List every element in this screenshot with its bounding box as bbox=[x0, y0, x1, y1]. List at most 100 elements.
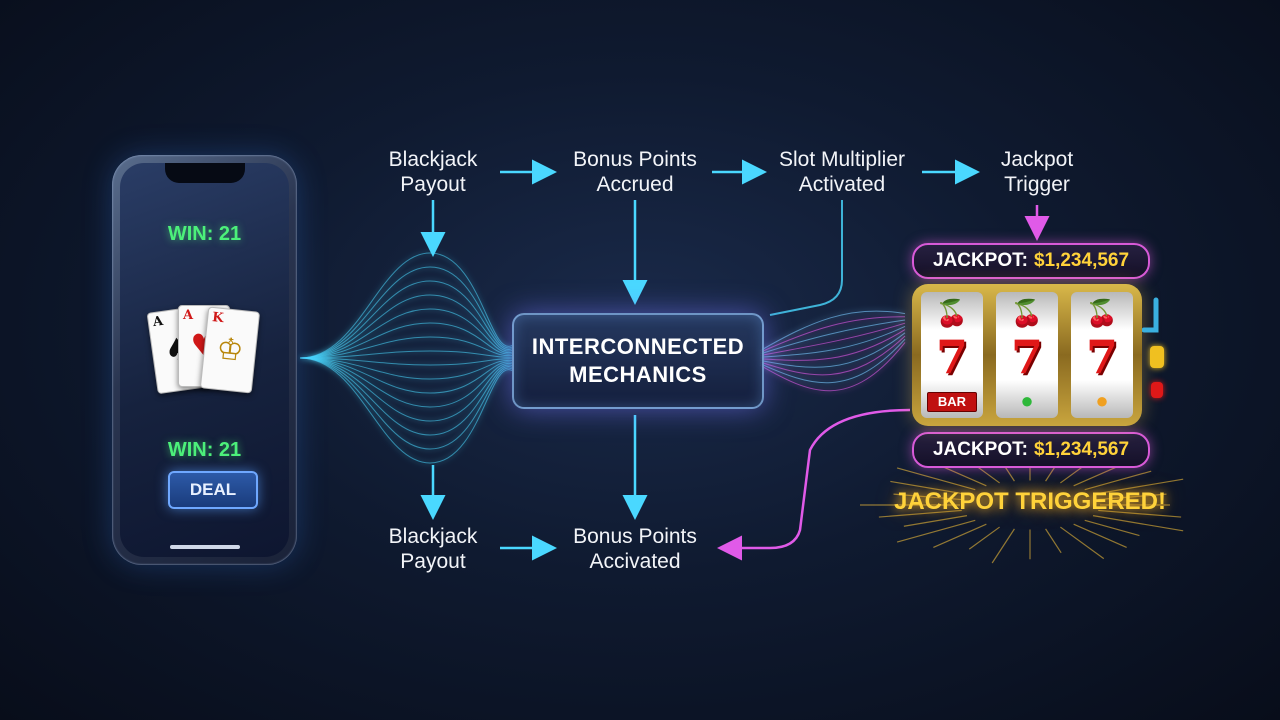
label-line-1: Blackjack bbox=[388, 148, 478, 171]
arrow-slot-multiplier-curve bbox=[769, 200, 843, 316]
label-blackjack-payout-top: Blackjack Payout bbox=[343, 147, 523, 197]
seven-symbol: 7 bbox=[1085, 330, 1118, 384]
jackpot-amount: $1,234,567 bbox=[1033, 250, 1130, 271]
label-line-1: Slot Multiplier bbox=[778, 148, 906, 171]
light-streaks-left bbox=[299, 252, 513, 464]
light-streak bbox=[299, 357, 513, 380]
jackpot-amount: $1,234,567 bbox=[1033, 439, 1130, 460]
light-streak bbox=[299, 322, 513, 359]
slot-button-yellow[interactable] bbox=[1150, 346, 1164, 368]
sparkle-ray bbox=[1084, 470, 1152, 491]
bar-symbol: BAR bbox=[927, 392, 977, 412]
sparkle-ray bbox=[903, 515, 968, 527]
sparkle-ray bbox=[896, 467, 976, 491]
sparkle-ray bbox=[1073, 523, 1127, 548]
sparkle-ray bbox=[1098, 509, 1182, 518]
slot-lever-icon[interactable] bbox=[1142, 296, 1168, 336]
label-line-2: Accrued bbox=[596, 173, 674, 196]
arrow-jackpot-to-bonus bbox=[717, 408, 911, 561]
sparkle-ray bbox=[1098, 493, 1167, 501]
interconnected-mechanics-node: INTERCONNECTED MECHANICS bbox=[512, 313, 764, 409]
label-line-1: Bonus Points bbox=[573, 525, 697, 548]
label-slot-multiplier-activated: Slot Multiplier Activated bbox=[752, 147, 932, 197]
sparkle-ray bbox=[1073, 466, 1118, 487]
lime-icon: ● bbox=[1020, 388, 1034, 413]
deal-button[interactable]: DEAL bbox=[168, 471, 258, 509]
sparkle-ray bbox=[1045, 528, 1062, 554]
light-streak bbox=[299, 336, 513, 359]
light-streak bbox=[299, 357, 513, 436]
light-streak bbox=[299, 280, 513, 359]
home-indicator bbox=[169, 545, 240, 549]
light-streak bbox=[299, 357, 513, 422]
sparkle-ray bbox=[1084, 519, 1140, 537]
light-streak bbox=[759, 332, 906, 368]
sparkle-ray bbox=[933, 523, 987, 548]
sparkle-ray bbox=[991, 528, 1015, 564]
jackpot-triggered-text: JACKPOT TRIGGERED! bbox=[893, 488, 1166, 515]
sparkle-ray bbox=[878, 509, 962, 518]
label-line-2: Payout bbox=[400, 550, 466, 573]
seven-symbol: 7 bbox=[1010, 330, 1043, 384]
sparkle-ray bbox=[942, 466, 987, 487]
light-streak bbox=[759, 335, 906, 376]
label-line-1: Jackpot bbox=[1000, 148, 1074, 171]
sparkle-ray bbox=[896, 519, 976, 543]
slot-reel-3: 🍒 7 ● bbox=[1071, 292, 1133, 418]
card-1-rank: A bbox=[151, 313, 164, 331]
label-line-2: Activated bbox=[798, 173, 886, 196]
label-blackjack-payout-bottom: Blackjack Payout bbox=[343, 524, 523, 574]
light-streaks-right bbox=[759, 310, 906, 392]
sparkle-ray bbox=[968, 526, 1000, 550]
card-3-rank: K bbox=[211, 310, 225, 327]
label-bonus-points-accrued: Bonus Points Accrued bbox=[545, 147, 725, 197]
light-streak bbox=[299, 308, 513, 359]
jackpot-label: JACKPOT: bbox=[932, 439, 1028, 460]
slot-reel-2: 🍒 7 ● bbox=[996, 292, 1058, 418]
center-title-line-1: INTERCONNECTED bbox=[531, 334, 745, 359]
light-streak bbox=[299, 357, 513, 394]
light-streak bbox=[759, 316, 906, 353]
light-streak bbox=[299, 357, 513, 464]
light-streak bbox=[299, 252, 513, 359]
sparkle-ray bbox=[1060, 526, 1105, 560]
win-score-top: WIN: 21 bbox=[167, 223, 242, 245]
sparkle-ray bbox=[1092, 515, 1184, 532]
sparkle-ray bbox=[1092, 478, 1184, 495]
light-streak bbox=[299, 266, 513, 359]
light-streak bbox=[759, 319, 906, 355]
label-bonus-points-activated: Bonus Points Accivated bbox=[545, 524, 725, 574]
king-icon: ♔ bbox=[214, 331, 246, 369]
sparkle-ray bbox=[890, 480, 968, 495]
light-streak bbox=[299, 357, 513, 450]
slot-button-red[interactable] bbox=[1151, 382, 1163, 398]
cherry-icon: 🍒 bbox=[1085, 298, 1119, 328]
card-2-rank: A bbox=[183, 308, 194, 323]
cherry-icon: 🍒 bbox=[935, 298, 969, 328]
jackpot-label: JACKPOT: bbox=[932, 250, 1028, 271]
light-streak bbox=[299, 294, 513, 359]
seven-symbol: 7 bbox=[935, 330, 968, 384]
light-streak bbox=[299, 357, 513, 408]
lemon-icon: ● bbox=[1095, 388, 1109, 413]
light-streak bbox=[759, 310, 906, 352]
playing-card-3: K ♔ bbox=[199, 306, 261, 394]
label-line-2: Accivated bbox=[589, 550, 681, 573]
label-line-1: Bonus Points bbox=[573, 148, 697, 171]
phone-screen: WIN: 21 A ♠ A ♥ K ♔ WIN: 21 DEAL bbox=[120, 163, 289, 557]
label-line-2: Payout bbox=[400, 173, 466, 196]
light-streak bbox=[759, 338, 906, 384]
win-score-bottom: WIN: 21 bbox=[167, 439, 242, 461]
light-streak bbox=[759, 342, 906, 392]
slot-reel-1: 🍒 7 BAR bbox=[921, 292, 983, 418]
jackpot-sparkle-burst bbox=[860, 446, 1184, 564]
smartphone: WIN: 21 A ♠ A ♥ K ♔ WIN: 21 DEAL bbox=[112, 155, 297, 565]
light-streak bbox=[759, 322, 906, 357]
sparkle-ray bbox=[893, 493, 962, 501]
phone-notch bbox=[164, 163, 245, 183]
slot-machine: 🍒 7 BAR 🍒 7 ● 🍒 7 ● bbox=[912, 284, 1142, 426]
label-line-1: Blackjack bbox=[388, 525, 478, 548]
cherry-icon: 🍒 bbox=[1010, 298, 1044, 328]
label-jackpot-trigger: Jackpot Trigger bbox=[947, 147, 1127, 197]
label-line-2: Trigger bbox=[1004, 173, 1070, 196]
